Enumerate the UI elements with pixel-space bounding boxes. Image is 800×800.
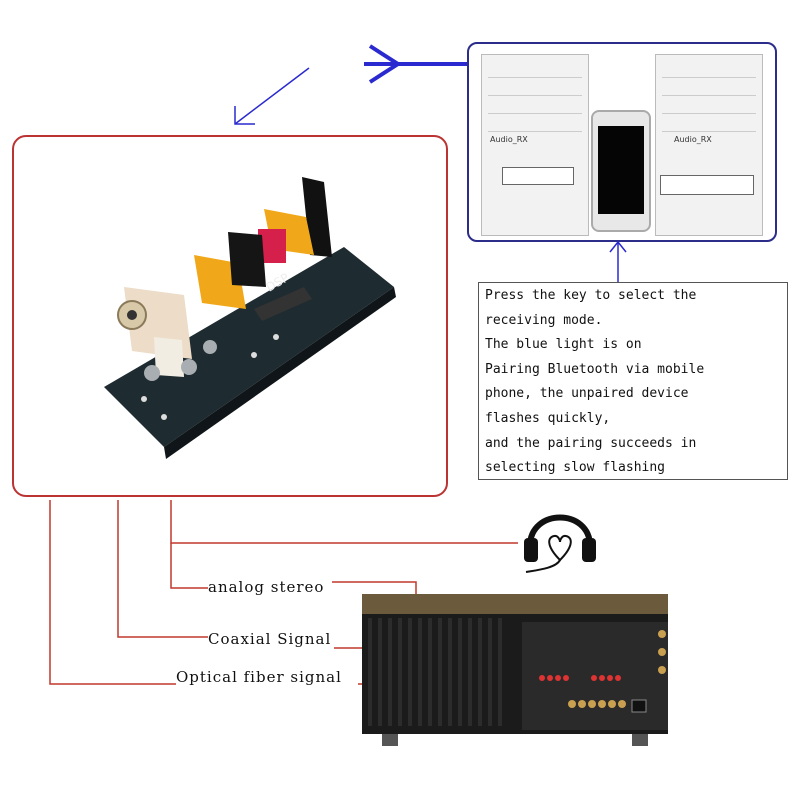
right-note-box bbox=[660, 175, 754, 195]
arrow-to-board-icon bbox=[234, 67, 310, 125]
info-line: flashes quickly, bbox=[485, 410, 611, 426]
board-photo-frame: DSP bbox=[12, 135, 448, 497]
phone-screen-left: Audio_RX bbox=[481, 54, 589, 236]
left-device-name: Audio_RX bbox=[490, 135, 528, 144]
smartphone-icon bbox=[591, 110, 651, 232]
label-coaxial-signal: Coaxial Signal bbox=[208, 630, 332, 648]
phone-screen-right: Audio_RX bbox=[655, 54, 763, 236]
info-line: phone, the unpaired device bbox=[485, 386, 689, 402]
label-optical-fiber-signal: Optical fiber signal bbox=[176, 668, 342, 686]
right-device-name: Audio_RX bbox=[674, 135, 712, 144]
phone-pairing-screens: Audio_RX Audio_RX bbox=[467, 42, 777, 242]
info-line: receiving mode. bbox=[485, 312, 603, 328]
decoder-board-image: DSP bbox=[104, 177, 396, 459]
arrow-to-phone-icon bbox=[364, 44, 467, 84]
left-note-box bbox=[502, 167, 574, 185]
info-line: selecting slow flashing bbox=[485, 460, 666, 476]
instructions-box: Press the key to select the receiving mo… bbox=[478, 282, 788, 480]
wire-headphones bbox=[170, 500, 518, 544]
info-line: The blue light is on bbox=[485, 337, 642, 353]
info-line: Pairing Bluetooth via mobile bbox=[485, 361, 705, 377]
label-analog-stereo: analog stereo bbox=[208, 578, 325, 596]
headphones-icon bbox=[524, 514, 596, 573]
arrow-up-icon bbox=[609, 240, 627, 282]
av-receiver-image bbox=[362, 594, 668, 746]
info-line: and the pairing succeeds in bbox=[485, 435, 697, 451]
info-line: Press the key to select the bbox=[485, 288, 697, 303]
